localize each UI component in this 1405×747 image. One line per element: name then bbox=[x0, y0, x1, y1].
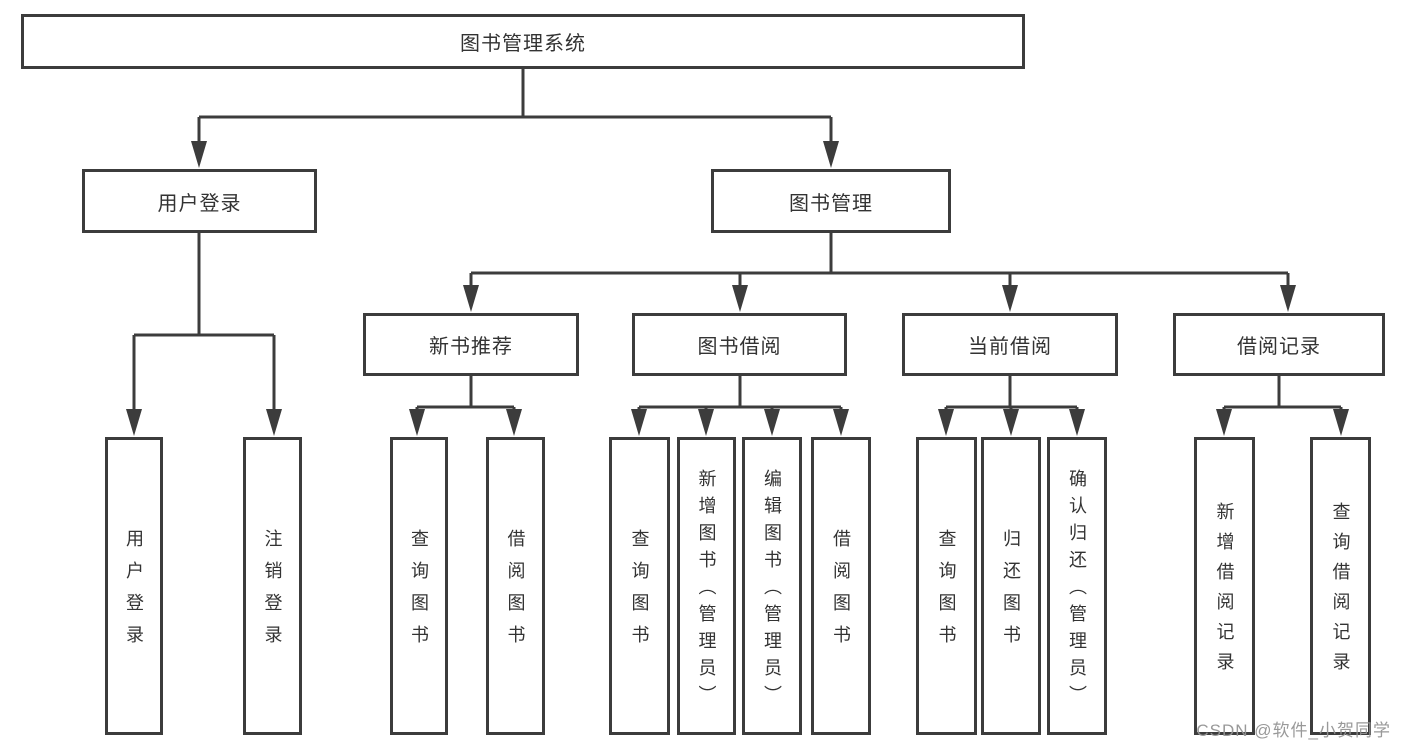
node-user-login: 用户登录 bbox=[82, 169, 317, 233]
node-book-borrowing: 图书借阅 bbox=[632, 313, 847, 376]
node-label: 借阅记录 bbox=[1237, 336, 1321, 358]
node-label: 查询借阅记录 bbox=[1330, 502, 1351, 682]
leaf-query-books-recommend: 查询图书 bbox=[390, 437, 448, 735]
node-label: 当前借阅 bbox=[968, 336, 1052, 358]
leaf-add-borrow-record: 新增借阅记录 bbox=[1194, 437, 1255, 735]
node-label: 图书管理 bbox=[789, 192, 873, 215]
node-label: 图书管理系统 bbox=[460, 33, 586, 55]
leaf-edit-book-admin: 编辑图书（管理员） bbox=[742, 437, 802, 735]
node-label: 查询图书 bbox=[936, 529, 957, 657]
leaf-confirm-return-admin: 确认归还（管理员） bbox=[1047, 437, 1107, 735]
node-borrowing-records: 借阅记录 bbox=[1173, 313, 1385, 376]
leaf-logout: 注销登录 bbox=[243, 437, 302, 735]
node-label: 编辑图书（管理员） bbox=[762, 469, 782, 712]
node-label: 新增借阅记录 bbox=[1214, 502, 1235, 682]
node-current-borrowing: 当前借阅 bbox=[902, 313, 1118, 376]
node-label: 新书推荐 bbox=[429, 336, 513, 358]
leaf-borrow-books: 借阅图书 bbox=[811, 437, 871, 735]
leaf-borrow-books-recommend: 借阅图书 bbox=[486, 437, 545, 735]
leaf-add-book-admin: 新增图书（管理员） bbox=[677, 437, 736, 735]
leaf-query-borrow-record: 查询借阅记录 bbox=[1310, 437, 1371, 735]
node-label: 查询图书 bbox=[409, 529, 429, 657]
node-label: 新增图书（管理员） bbox=[696, 469, 717, 712]
node-label: 确认归还（管理员） bbox=[1067, 469, 1087, 712]
arrowheads bbox=[126, 141, 1349, 436]
node-label: 注销登录 bbox=[262, 529, 283, 657]
node-label: 查询图书 bbox=[629, 529, 650, 657]
csdn-watermark: CSDN @软件_小贺同学 bbox=[1196, 721, 1391, 740]
node-book-management: 图书管理 bbox=[711, 169, 951, 233]
node-label: 借阅图书 bbox=[505, 529, 526, 657]
node-library-management-system: 图书管理系统 bbox=[21, 14, 1025, 69]
node-label: 归还图书 bbox=[1001, 529, 1021, 657]
node-label: 借阅图书 bbox=[831, 529, 851, 657]
leaf-query-books-current: 查询图书 bbox=[916, 437, 977, 735]
leaf-return-books: 归还图书 bbox=[981, 437, 1041, 735]
leaf-user-login: 用户登录 bbox=[105, 437, 163, 735]
leaf-query-books-borrow: 查询图书 bbox=[609, 437, 670, 735]
node-label: 用户登录 bbox=[157, 192, 242, 215]
node-label: 图书借阅 bbox=[697, 336, 782, 358]
node-new-book-recommendation: 新书推荐 bbox=[363, 313, 579, 376]
node-label: 用户登录 bbox=[124, 529, 144, 657]
